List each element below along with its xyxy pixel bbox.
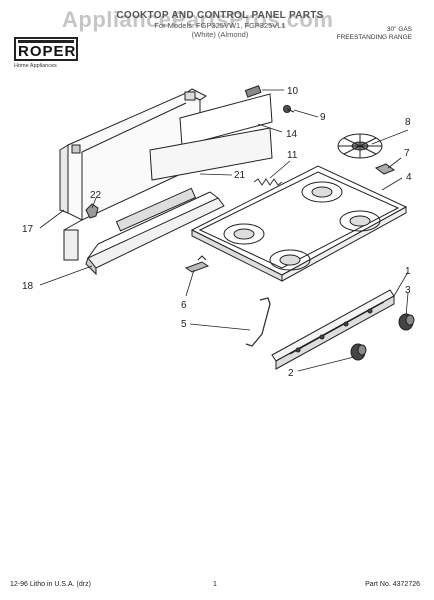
cooktop	[190, 165, 408, 282]
page-title: COOKTOP AND CONTROL PANEL PARTS	[116, 10, 324, 21]
callout-17: 17	[22, 224, 34, 235]
leader-lines	[39, 89, 409, 372]
part-9-screw	[283, 105, 295, 113]
callout-8: 8	[405, 117, 411, 128]
callout-4: 4	[406, 172, 412, 183]
control-panel-bottom	[85, 187, 225, 276]
footer-litho: 12-96 Litho in U.S.A. (drz)	[10, 581, 91, 588]
model-numbers: For Models: FGP325VW1, FGP325VL1	[154, 21, 286, 30]
callout-21: 21	[234, 170, 246, 181]
callout-5: 5	[181, 319, 187, 330]
part-7-clip	[374, 163, 396, 175]
control-overlay	[149, 93, 273, 181]
footer-part-number: Part No. 4372726	[365, 581, 420, 588]
part-8-grate	[337, 133, 383, 159]
page-title-block: COOKTOP AND CONTROL PANEL PARTS For Mode…	[105, 10, 335, 39]
callout-11: 11	[287, 150, 298, 161]
part-22-bracket	[85, 203, 99, 219]
part-2-valve	[350, 343, 367, 361]
brand-logo: ROPER Home Appliances	[14, 37, 78, 69]
brand-tagline: Home Appliances	[14, 63, 57, 69]
callout-9: 9	[320, 112, 326, 123]
product-type-line1: 30" GAS	[386, 26, 412, 33]
callout-22: 22	[90, 190, 102, 201]
part-10-clip	[244, 85, 262, 98]
callout-2: 2	[288, 368, 294, 379]
callout-14: 14	[286, 129, 298, 140]
callout-labels: 10 9 8 7 4 14 11 21 22 17 18 6 5 1 3 2	[22, 86, 412, 379]
part-3-knob	[398, 313, 415, 331]
callout-6: 6	[181, 300, 187, 311]
brand-name: ROPER	[18, 43, 77, 60]
part-11-spring	[253, 178, 283, 186]
callout-1: 1	[405, 266, 411, 277]
watermark: AppliancePartsPros.com	[62, 7, 334, 32]
part-6-hinge	[184, 255, 210, 273]
callout-3: 3	[405, 285, 411, 296]
part-5-rod	[245, 297, 271, 347]
model-colors: (White) (Almond)	[191, 30, 249, 39]
footer-page-number: 1	[213, 581, 217, 588]
callout-18: 18	[22, 281, 34, 292]
control-panel-back	[59, 88, 207, 261]
manifold-rail	[271, 289, 395, 370]
product-type: 30" GAS FREESTANDING RANGE	[337, 26, 412, 42]
callout-10: 10	[287, 86, 299, 97]
callout-7: 7	[404, 148, 410, 159]
product-type-line2: FREESTANDING RANGE	[336, 34, 412, 41]
